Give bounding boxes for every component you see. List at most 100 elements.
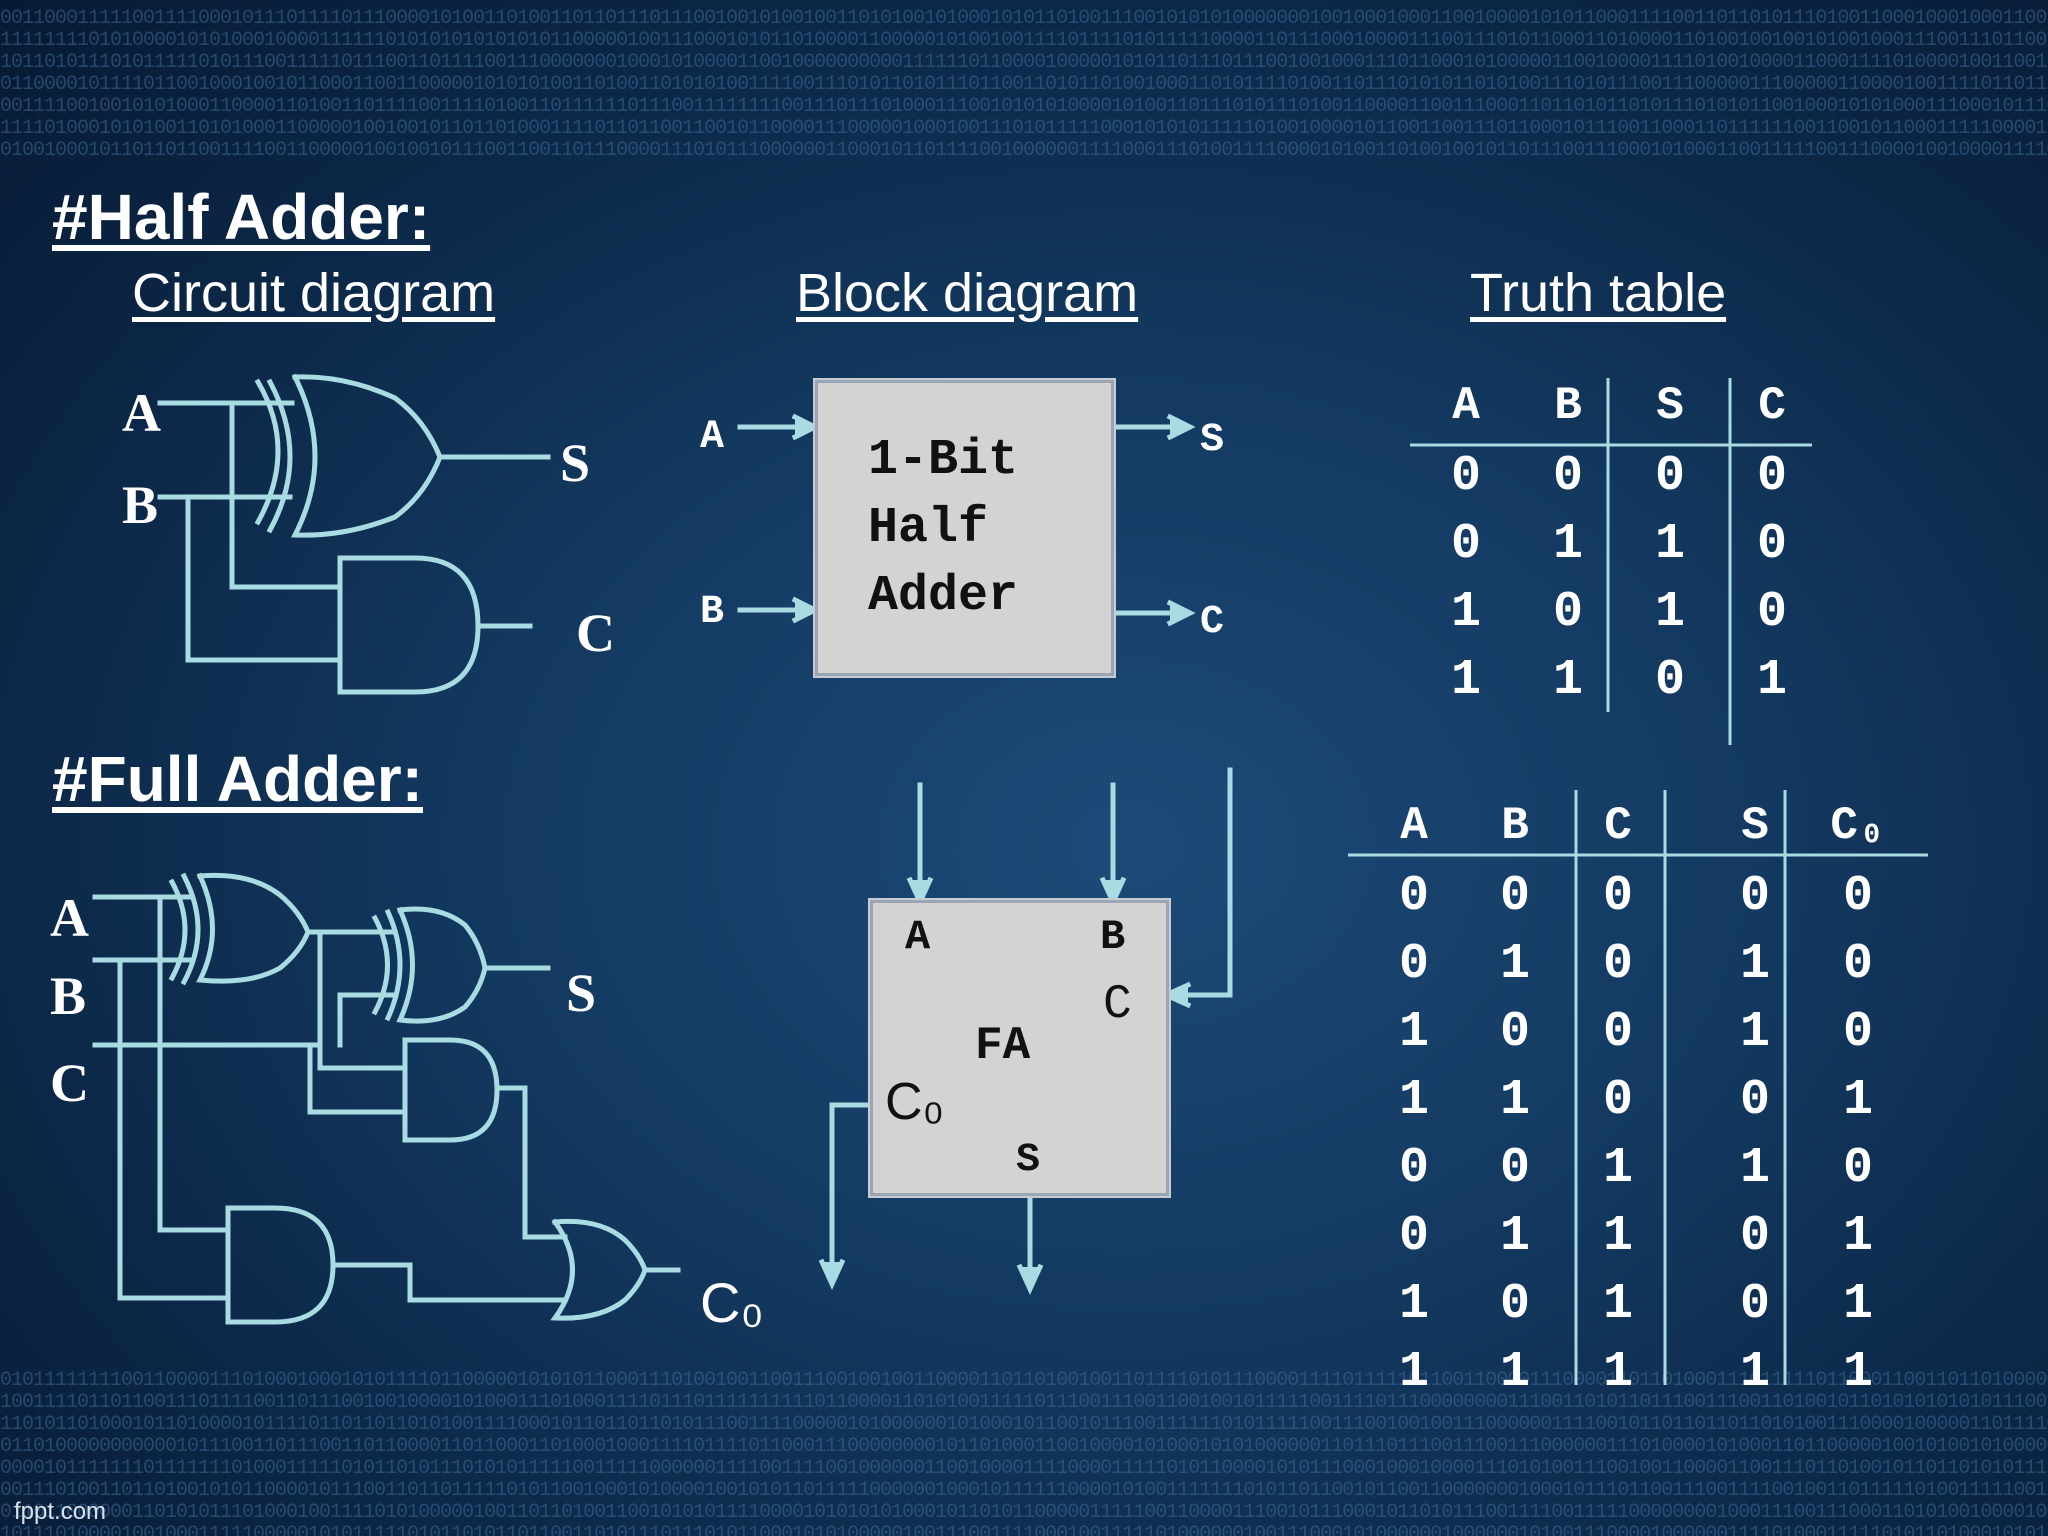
fab-b-label: B — [1100, 913, 1126, 961]
full-table-header-1: B — [1501, 800, 1529, 852]
half-table-cell: 1 — [1552, 516, 1583, 573]
ha-input-a-label: A — [122, 383, 161, 443]
half-table-cell: 1 — [1654, 516, 1685, 573]
hab-line1: 1-Bit — [868, 432, 1019, 489]
half-table-cell: 0 — [1756, 584, 1787, 641]
ha-input-b-label: B — [122, 475, 159, 535]
full-table-cell: 1 — [1602, 1344, 1633, 1401]
full-table-header-4: C₀ — [1830, 800, 1886, 852]
full-adder-or-gate — [550, 1218, 648, 1321]
full-table-cell: 0 — [1602, 1004, 1633, 1061]
fa-input-c-label: C — [50, 1053, 89, 1113]
fa-wire-and1-out — [494, 1085, 568, 1240]
truth-table-title: Truth table — [1470, 263, 1727, 323]
half-table-cell: 1 — [1756, 652, 1787, 709]
half-table-header-3: C — [1758, 380, 1786, 432]
block-diagram-title: Block diagram — [796, 263, 1139, 323]
hab-line2: Half — [868, 500, 989, 557]
half-table-cell: 1 — [1450, 652, 1481, 709]
half-table-cell: 0 — [1756, 448, 1787, 505]
full-adder-title: #Full Adder: — [52, 743, 423, 815]
full-table-cell: 0 — [1499, 1276, 1530, 1333]
full-adder-xor2-gate — [371, 906, 488, 1024]
full-adder-and1-gate — [402, 1037, 500, 1143]
full-table-cell: 0 — [1398, 868, 1429, 925]
full-table-cell: 1 — [1398, 1276, 1429, 1333]
full-table-cell: 1 — [1602, 1276, 1633, 1333]
full-table-cell: 0 — [1842, 1140, 1873, 1197]
full-table-cell: 0 — [1842, 868, 1873, 925]
full-adder-and2-gate — [225, 1205, 336, 1325]
full-table-cell: 1 — [1499, 936, 1530, 993]
fa-input-a-label: A — [50, 888, 89, 948]
fab-arrow-c — [1177, 767, 1233, 998]
full-table-cell: 1 — [1602, 1140, 1633, 1197]
half-table-header-1: B — [1554, 380, 1582, 432]
fa-wire-and2-out — [330, 1262, 568, 1303]
fab-co-label: C₀ — [885, 1073, 945, 1131]
full-table-cell: 0 — [1739, 1208, 1770, 1265]
full-adder-block — [870, 900, 1169, 1196]
half-table-cell: 0 — [1654, 448, 1685, 505]
full-table-cell: 1 — [1842, 1276, 1873, 1333]
full-table-cell: 1 — [1739, 1344, 1770, 1401]
half-table-cell: 0 — [1450, 448, 1481, 505]
fab-c-label: C — [1103, 978, 1132, 1032]
binary-pattern-bottom: 0101111111100110000111010001000101011110… — [0, 1370, 2048, 1536]
footer-watermark: fppt.com — [14, 1498, 107, 1525]
fab-a-label: A — [905, 913, 931, 961]
full-table-cell: 0 — [1398, 936, 1429, 993]
fa-wire-xor1-to-and — [317, 929, 408, 1071]
half-table-cell: 0 — [1552, 584, 1583, 641]
half-adder-title: #Half Adder: — [52, 181, 431, 253]
full-table-cell: 1 — [1842, 1208, 1873, 1265]
hab-input-b-label: B — [700, 590, 725, 635]
full-table-cell: 1 — [1739, 1140, 1770, 1197]
ha-wire-b-to-and — [185, 494, 343, 663]
full-adder-xor1-gate — [168, 872, 311, 986]
hab-output-s-label: S — [1200, 418, 1225, 463]
full-table-cell: 0 — [1499, 1004, 1530, 1061]
full-table-cell: 1 — [1739, 1004, 1770, 1061]
full-table-cell: 1 — [1842, 1072, 1873, 1129]
fa-output-co-label: C₀ — [700, 1271, 764, 1334]
full-table-cell: 1 — [1398, 1072, 1429, 1129]
ha-wire-a-to-and — [229, 400, 343, 590]
fab-center-label: FA — [975, 1020, 1031, 1072]
half-adder-and-gate — [337, 555, 481, 695]
full-table-cell: 1 — [1739, 936, 1770, 993]
ha-output-c-label: C — [576, 603, 615, 663]
full-table-cell: 1 — [1398, 1004, 1429, 1061]
half-table-header-2: S — [1656, 380, 1684, 432]
full-table-cell: 1 — [1499, 1208, 1530, 1265]
binary-pattern-top: 0011000111110011110001011101111011100001… — [0, 8, 2048, 158]
hab-line3: Adder — [868, 568, 1019, 625]
full-table-cell: 0 — [1739, 1276, 1770, 1333]
full-table-cell: 0 — [1739, 1072, 1770, 1129]
fab-s-label: S — [1016, 1138, 1041, 1183]
fa-wire-a-down — [157, 894, 231, 1233]
full-table-cell: 0 — [1739, 868, 1770, 925]
ha-output-s-label: S — [560, 433, 591, 493]
full-table-cell: 0 — [1842, 936, 1873, 993]
full-table-header-3: S — [1741, 800, 1769, 852]
circuit-diagram-title: Circuit diagram — [132, 263, 496, 323]
fa-wire-b-down — [117, 957, 231, 1301]
full-table-cell: 0 — [1602, 868, 1633, 925]
half-table-cell: 0 — [1654, 652, 1685, 709]
half-adder-xor-gate — [254, 373, 443, 538]
half-table-cell: 0 — [1756, 516, 1787, 573]
full-table-cell: 1 — [1602, 1208, 1633, 1265]
full-table-cell: 0 — [1499, 868, 1530, 925]
half-table-cell: 1 — [1654, 584, 1685, 641]
full-table-header-0: A — [1400, 800, 1428, 852]
fa-input-b-label: B — [50, 966, 87, 1026]
hab-input-a-label: A — [700, 415, 725, 460]
full-table-cell: 0 — [1842, 1004, 1873, 1061]
half-table-cell: 0 — [1450, 516, 1481, 573]
full-table-header-2: C — [1604, 800, 1632, 852]
full-table-cell: 1 — [1499, 1072, 1530, 1129]
half-adder-block — [815, 380, 1114, 676]
hab-output-c-label: C — [1200, 600, 1225, 645]
